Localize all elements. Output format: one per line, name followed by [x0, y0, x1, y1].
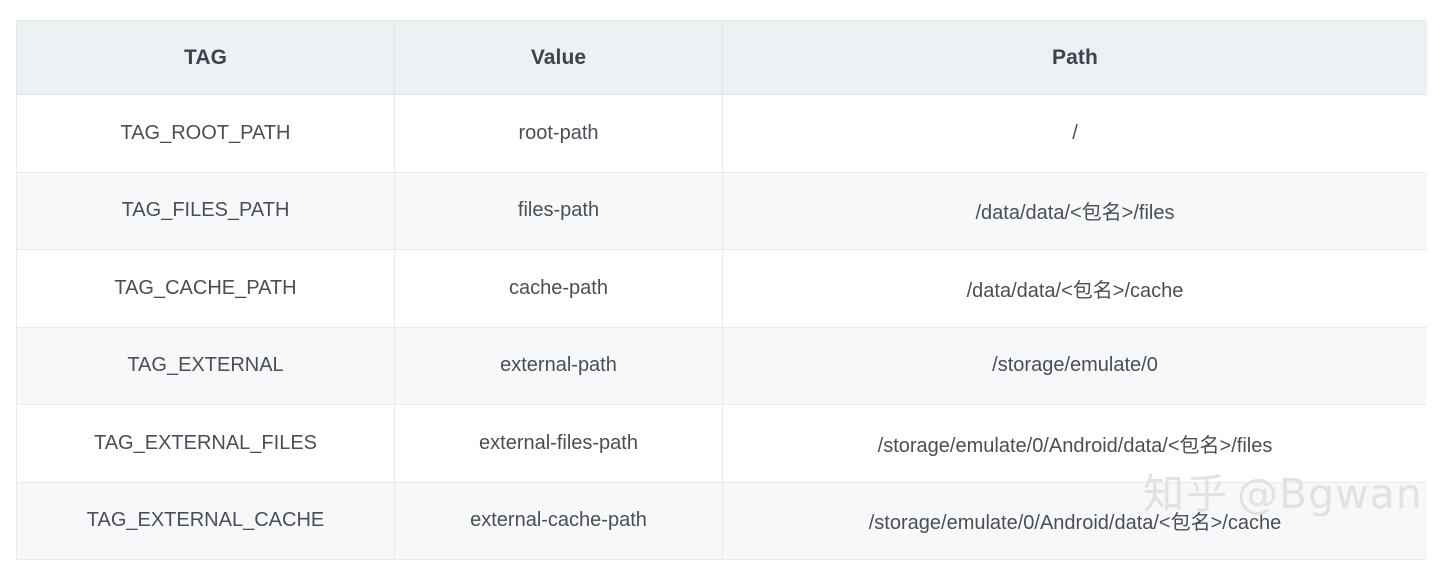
table-row: TAG_EXTERNAL external-path /storage/emul… [16, 326, 1427, 405]
cell-path: /data/data/<包名>/files [722, 171, 1427, 250]
column-header-tag: TAG [16, 20, 395, 95]
cell-value: external-files-path [394, 404, 723, 483]
table-row: TAG_FILES_PATH files-path /data/data/<包名… [16, 171, 1427, 250]
cell-tag: TAG_EXTERNAL [16, 326, 395, 405]
cell-value: external-path [394, 326, 723, 405]
table-row: TAG_EXTERNAL_CACHE external-cache-path /… [16, 481, 1427, 560]
cell-path: /storage/emulate/0/Android/data/<包名>/fil… [722, 404, 1427, 483]
cell-tag: TAG_EXTERNAL_FILES [16, 404, 395, 483]
tag-path-table: TAG Value Path TAG_ROOT_PATH root-path /… [16, 20, 1427, 560]
table-header: TAG Value Path [16, 20, 1427, 95]
cell-tag: TAG_CACHE_PATH [16, 249, 395, 328]
column-header-value: Value [394, 20, 723, 95]
table-row: TAG_ROOT_PATH root-path / [16, 94, 1427, 173]
table-header-row: TAG Value Path [16, 20, 1427, 95]
cell-path: /data/data/<包名>/cache [722, 249, 1427, 328]
cell-path: /storage/emulate/0 [722, 326, 1427, 405]
cell-tag: TAG_ROOT_PATH [16, 94, 395, 173]
table-row: TAG_CACHE_PATH cache-path /data/data/<包名… [16, 249, 1427, 328]
cell-path: /storage/emulate/0/Android/data/<包名>/cac… [722, 481, 1427, 560]
table-row: TAG_EXTERNAL_FILES external-files-path /… [16, 404, 1427, 483]
cell-tag: TAG_EXTERNAL_CACHE [16, 481, 395, 560]
table-body: TAG_ROOT_PATH root-path / TAG_FILES_PATH… [16, 94, 1427, 560]
cell-path: / [722, 94, 1427, 173]
cell-value: cache-path [394, 249, 723, 328]
cell-value: external-cache-path [394, 481, 723, 560]
cell-tag: TAG_FILES_PATH [16, 171, 395, 250]
column-header-path: Path [722, 20, 1427, 95]
table-container: TAG Value Path TAG_ROOT_PATH root-path /… [16, 20, 1427, 560]
cell-value: root-path [394, 94, 723, 173]
cell-value: files-path [394, 171, 723, 250]
